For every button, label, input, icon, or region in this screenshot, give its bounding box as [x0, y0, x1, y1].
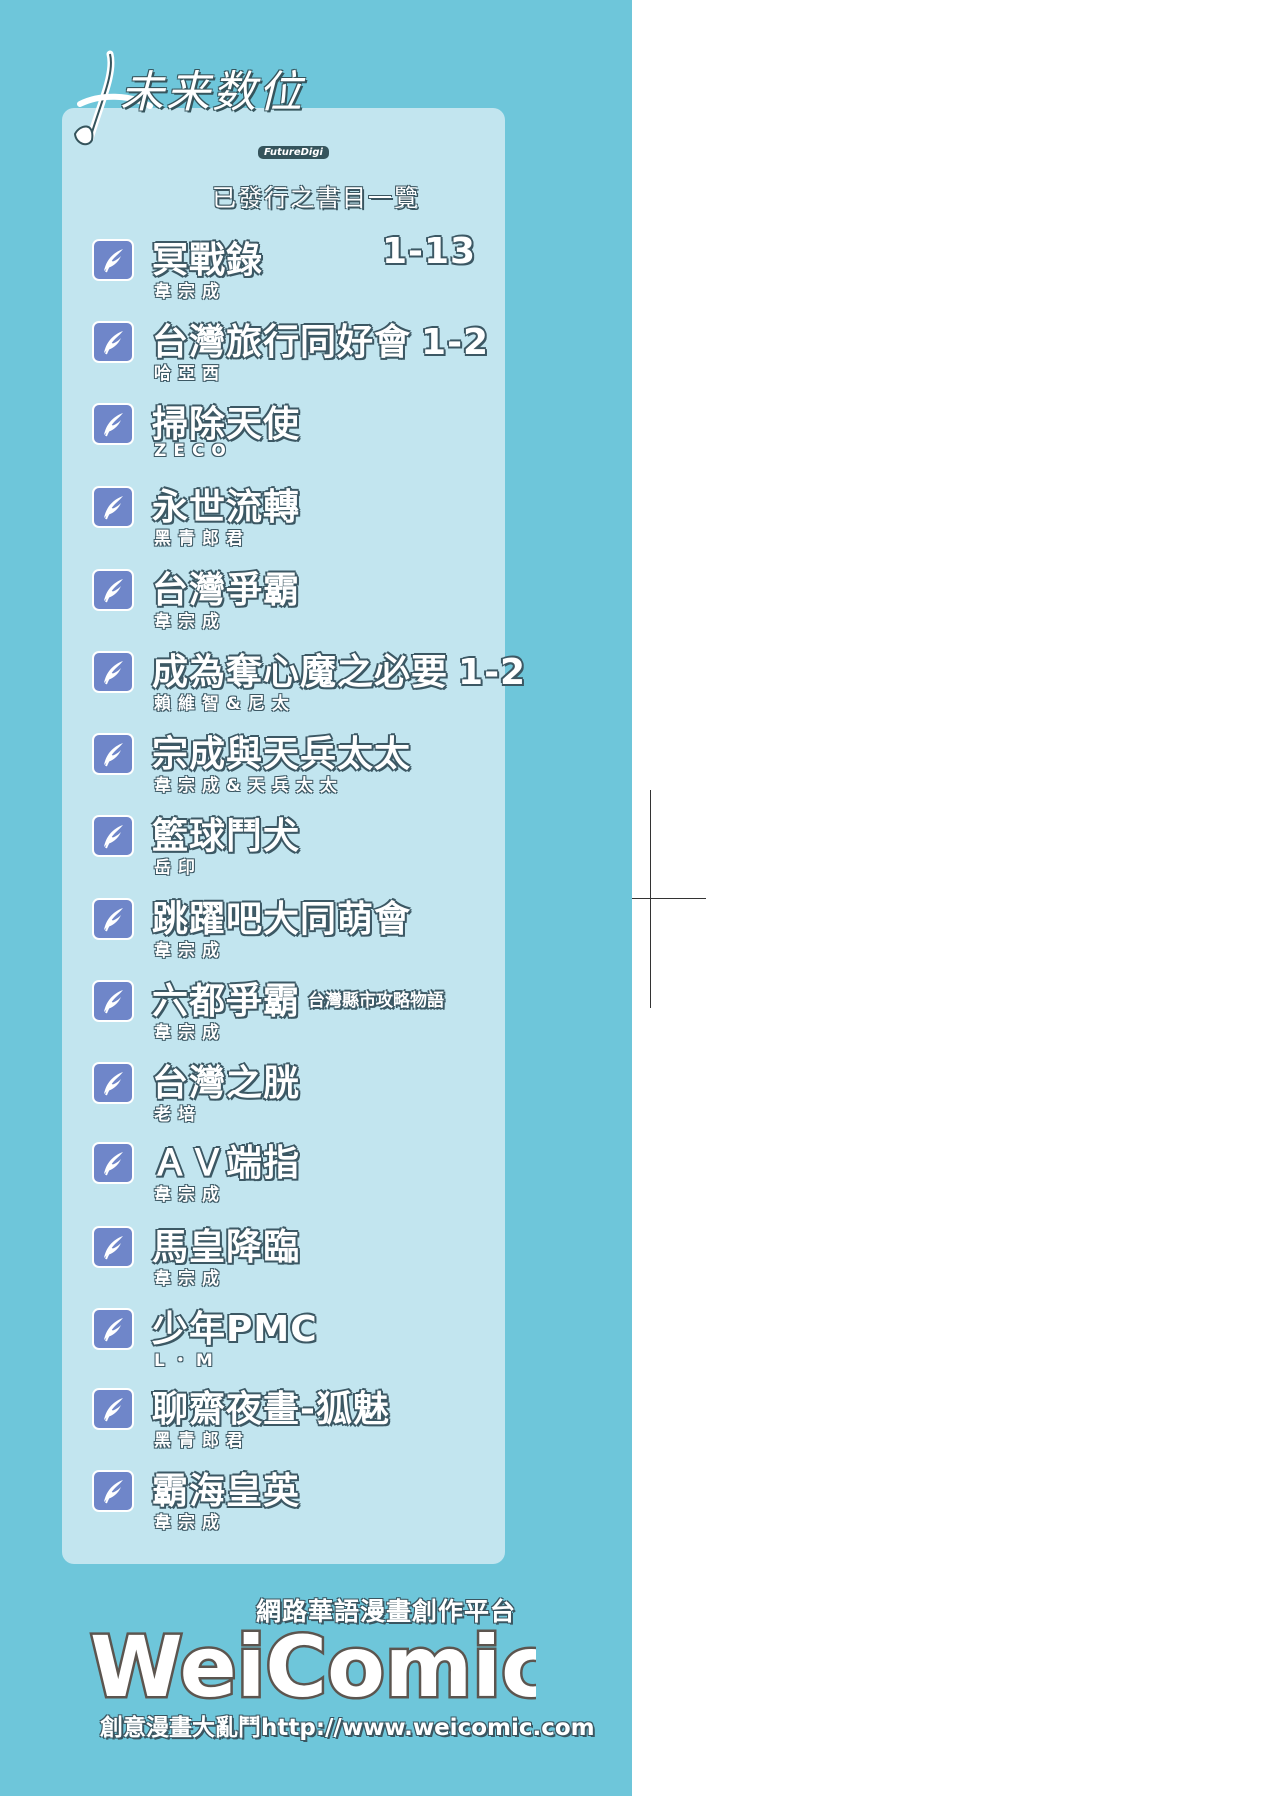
book-title: 宗成與天兵太太: [152, 734, 412, 775]
book-author: L・M: [154, 1351, 220, 1371]
book-author: 黑青郎君: [154, 1431, 250, 1451]
crop-mark-horizontal: [632, 898, 706, 899]
book-title-line: 少年PMC: [152, 1300, 318, 1352]
book-item: 台灣爭霸韋宗成: [90, 561, 500, 635]
feather-icon: [92, 1388, 134, 1430]
book-title-line: 馬皇降臨: [152, 1218, 300, 1270]
book-title-line: 掃除天使: [152, 395, 300, 447]
book-title-line: 宗成與天兵太太: [152, 725, 411, 777]
feather-icon: [92, 1062, 134, 1104]
platform-tagline: 網路華語漫畫創作平台: [256, 1597, 517, 1626]
book-item: ＡＶ端指韋宗成: [90, 1134, 500, 1208]
book-author: 黑青郎君: [154, 529, 250, 549]
book-item: 聊齋夜畫-狐魅黑青郎君: [90, 1380, 500, 1454]
feather-icon: [92, 1142, 134, 1184]
book-author: 韋宗成: [154, 282, 226, 302]
book-title-line: 跳躍吧大同萌會: [152, 890, 411, 942]
book-title: ＡＶ端指: [152, 1143, 301, 1184]
book-item: 永世流轉黑青郎君: [90, 478, 500, 552]
feather-icon: [92, 1470, 134, 1512]
book-author: 賴維智&尼太: [154, 694, 296, 714]
book-title: 台灣旅行同好會: [152, 322, 412, 363]
book-author: 韋宗成: [154, 1513, 226, 1533]
book-title-line: ＡＶ端指: [152, 1134, 300, 1186]
book-author: 韋宗成: [154, 1023, 226, 1043]
book-title-line: 聊齋夜畫-狐魅: [152, 1380, 390, 1432]
brand-text: WeiComic: [90, 1618, 536, 1716]
feather-icon: [92, 403, 134, 445]
book-title: 少年PMC: [152, 1309, 318, 1350]
book-title: 霸海皇英: [152, 1471, 301, 1512]
book-title: 六都爭霸: [152, 981, 301, 1022]
page-heading: 已發行之書目一覽: [212, 184, 420, 212]
logo-subtitle: FutureDigi: [258, 146, 329, 159]
feather-icon: [92, 569, 134, 611]
book-item: 宗成與天兵太太韋宗成&天兵太太: [90, 725, 500, 799]
book-item: 六都爭霸台灣縣市攻略物語韋宗成: [90, 972, 500, 1046]
book-title: 馬皇降臨: [152, 1227, 301, 1268]
book-title: 掃除天使: [152, 404, 301, 445]
book-title: 聊齋夜畫-狐魅: [152, 1389, 390, 1430]
feather-icon: [92, 898, 134, 940]
book-title: 台灣之胱: [152, 1063, 301, 1104]
feather-icon: [92, 733, 134, 775]
feather-icon: [92, 486, 134, 528]
book-title-line: 霸海皇英: [152, 1462, 300, 1514]
feather-icon: [92, 1308, 134, 1350]
logo-text: 未来数位: [120, 67, 304, 118]
book-volumes: 1-2: [458, 652, 527, 693]
book-title-line: 冥戰錄 1-13: [152, 231, 475, 283]
book-title: 跳躍吧大同萌會: [152, 899, 412, 940]
book-item: 霸海皇英韋宗成: [90, 1462, 500, 1536]
logo-brush-icon: [73, 50, 153, 146]
book-title-line: 六都爭霸台灣縣市攻略物語: [152, 972, 444, 1024]
book-volumes: 1-13: [382, 231, 477, 272]
book-item: 跳躍吧大同萌會韋宗成: [90, 890, 500, 964]
feather-icon: [92, 239, 134, 281]
book-author: 哈亞西: [154, 364, 226, 384]
book-title: 永世流轉: [152, 487, 301, 528]
book-author: 韋宗成&天兵太太: [154, 776, 344, 796]
book-subtitle: 台灣縣市攻略物語: [308, 991, 445, 1011]
book-item: 馬皇降臨韋宗成: [90, 1218, 500, 1292]
book-title: 冥戰錄: [152, 240, 264, 281]
publisher-logo: [70, 44, 370, 164]
crop-mark-vertical: [650, 790, 651, 1008]
book-author: 老培: [154, 1105, 202, 1125]
book-author: 韋宗成: [154, 1185, 226, 1205]
weicomic-logo: WeiComic: [88, 1616, 537, 1716]
book-title: 成為奪心魔之必要: [152, 652, 449, 693]
book-item: 台灣之胱老培: [90, 1054, 500, 1128]
book-title-line: 台灣爭霸: [152, 561, 300, 613]
feather-icon: [92, 651, 134, 693]
book-author: 岳印: [154, 858, 202, 878]
book-title-line: 台灣之胱: [152, 1054, 300, 1106]
book-volumes: 1-2: [421, 322, 490, 363]
book-author: 韋宗成: [154, 612, 226, 632]
book-author: ZECO: [154, 441, 233, 461]
book-item: 冥戰錄 1-13 韋宗成: [90, 231, 500, 305]
book-item: 籃球鬥犬岳印: [90, 807, 500, 881]
feather-icon: [92, 321, 134, 363]
book-author: 韋宗成: [154, 1269, 226, 1289]
book-title-line: 永世流轉: [152, 478, 300, 530]
feather-icon: [92, 815, 134, 857]
book-author: 韋宗成: [154, 941, 226, 961]
book-title: 籃球鬥犬: [152, 816, 301, 857]
slogan: 創意漫畫大亂鬥http://www.weicomic.com: [100, 1715, 595, 1741]
book-title-line: 籃球鬥犬: [152, 807, 300, 859]
book-list-card: [62, 108, 505, 1564]
feather-icon: [92, 980, 134, 1022]
book-title: 台灣爭霸: [152, 570, 301, 611]
feather-icon: [92, 1226, 134, 1268]
